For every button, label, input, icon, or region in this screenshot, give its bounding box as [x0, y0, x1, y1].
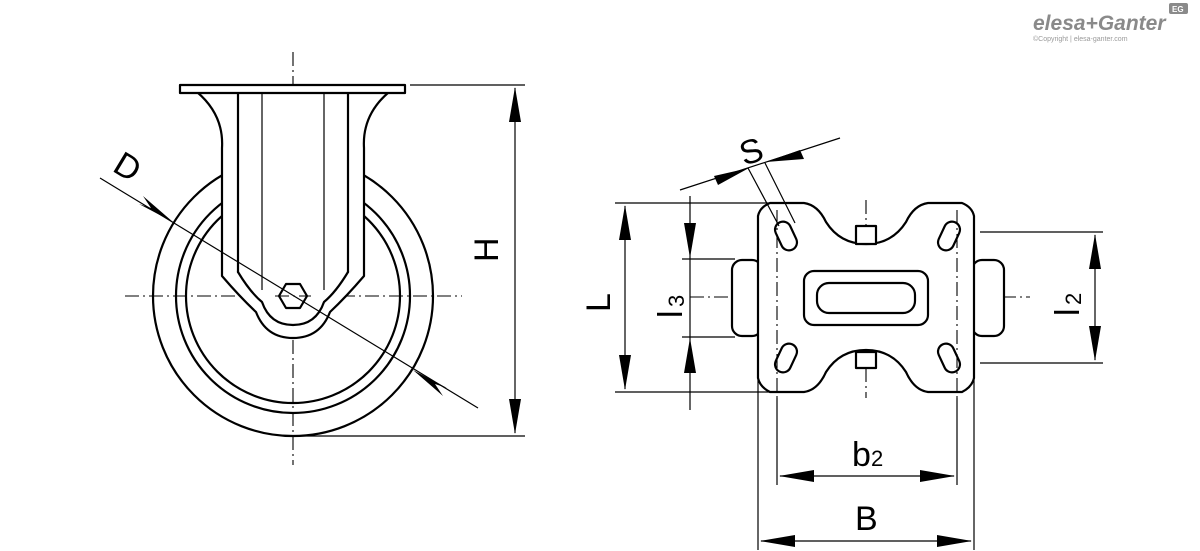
brand-logo: elesa+Ganter EG ©Copyright | elesa-gante…	[1033, 3, 1188, 43]
brand-badge-text: EG	[1172, 5, 1184, 14]
b2-arrow-left	[779, 470, 814, 482]
label-l2-base: l	[1049, 308, 1087, 316]
central-slot-inner	[815, 281, 917, 315]
bottom-tab	[854, 350, 878, 370]
label-slot-width: S	[735, 130, 768, 173]
label-b2-sub: 2	[871, 446, 883, 471]
diameter-arrow-top	[139, 196, 173, 222]
top-plate	[178, 83, 407, 95]
label-length: L	[580, 293, 618, 312]
castor-side-view	[99, 52, 525, 465]
slot-width-arrow-left	[714, 168, 749, 185]
mounting-hole-bottom-left	[773, 342, 799, 374]
label-height: H	[468, 237, 506, 262]
label-l3: l 3	[652, 295, 690, 318]
b2-arrow-right	[920, 470, 955, 482]
mounting-hole-top-right	[936, 220, 962, 252]
fork-inner-lower	[236, 270, 350, 327]
label-b2: b 2	[852, 436, 883, 474]
mounting-hole-top-left	[773, 220, 799, 252]
length-arrow-bottom	[619, 355, 631, 390]
label-l3-sub: 3	[664, 295, 689, 307]
slot-width-extension-2	[764, 162, 796, 224]
l3-arrow-bottom	[684, 338, 696, 373]
width-arrow-left	[760, 535, 795, 547]
label-b2-base: b	[852, 436, 871, 474]
mounting-hole-bottom-right	[936, 342, 962, 374]
brand-badge	[1169, 3, 1188, 14]
fork-bracket	[195, 90, 391, 340]
label-l2-sub: 2	[1061, 293, 1086, 305]
copyright-notice: ©Copyright | elesa-ganter.com	[1033, 35, 1128, 43]
central-slot-outer	[802, 269, 930, 327]
label-l2: l 2	[1049, 293, 1087, 316]
slot-width-dimension-line	[679, 137, 841, 191]
height-arrow-bottom	[509, 399, 521, 434]
length-arrow-top	[619, 205, 631, 240]
slot-width-arrow-right	[766, 150, 804, 162]
width-arrow-right	[937, 535, 972, 547]
l3-arrow-top	[684, 223, 696, 258]
height-arrow-top	[509, 87, 521, 122]
diameter-arrow-bottom	[413, 370, 447, 396]
label-l3-base: l	[652, 310, 690, 318]
l2-arrow-top	[1089, 234, 1101, 269]
wheel-stub-right	[970, 258, 1006, 338]
brand-name: elesa+Ganter	[1033, 12, 1167, 35]
l2-arrow-bottom	[1089, 326, 1101, 361]
mounting-plate-top-view	[615, 137, 1103, 550]
slot-width-extension-1	[747, 167, 780, 227]
label-diameter: D	[107, 145, 148, 190]
top-tab	[854, 224, 878, 246]
label-width: B	[855, 500, 878, 538]
